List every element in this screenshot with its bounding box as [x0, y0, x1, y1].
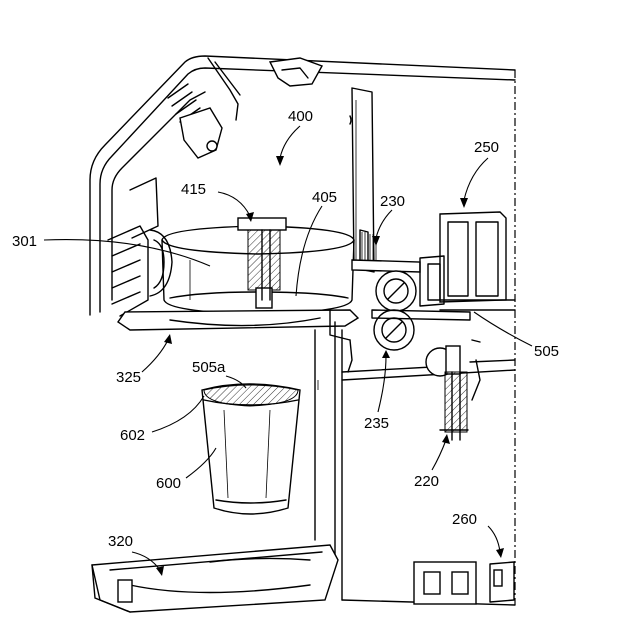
label-230: 230	[380, 193, 405, 210]
label-415: 415	[181, 181, 206, 198]
cup-600	[202, 384, 300, 514]
label-505a: 505a	[192, 359, 226, 376]
base-260	[342, 562, 515, 605]
label-220: 220	[414, 473, 439, 490]
spindle-415	[238, 218, 286, 308]
label-260: 260	[452, 511, 477, 528]
label-405: 405	[312, 189, 337, 206]
label-602: 602	[120, 427, 145, 444]
label-400: 400	[288, 108, 313, 125]
drip-tray-320	[92, 545, 338, 612]
label-325: 325	[116, 369, 141, 386]
housing-250	[420, 212, 515, 310]
brush-230	[352, 230, 420, 272]
label-505: 505	[534, 343, 559, 360]
label-320: 320	[108, 533, 133, 550]
label-235: 235	[364, 415, 389, 432]
label-250: 250	[474, 139, 499, 156]
label-600: 600	[156, 475, 181, 492]
tray-325	[118, 310, 358, 340]
label-301: 301	[12, 233, 37, 250]
